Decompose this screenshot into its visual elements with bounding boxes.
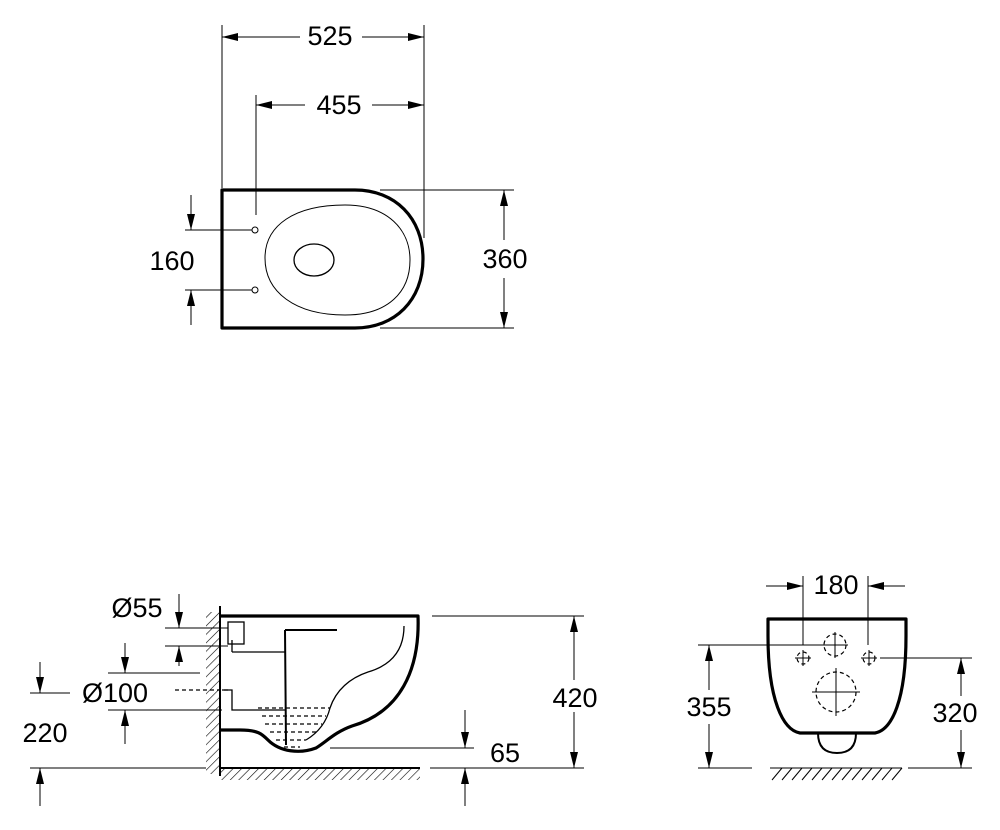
front-view-trap	[817, 732, 857, 755]
top-view-fixing-hole-lower	[251, 286, 259, 294]
side-view-bowl-outline	[220, 614, 420, 753]
front-view-inlet	[822, 632, 848, 658]
side-view: Ø55 Ø100 220 420	[22, 593, 598, 806]
front-view-fixing-hole-right	[861, 650, 877, 666]
side-view-outlet	[227, 621, 245, 645]
front-view-fixing-hole-left	[795, 650, 811, 666]
dim-label-d100: Ø100	[82, 678, 148, 708]
dim-355: 355	[686, 645, 732, 768]
top-view-fixing-hole-upper	[251, 226, 259, 234]
side-view-floor	[220, 768, 420, 780]
dim-label-d55: Ø55	[111, 593, 162, 623]
dim-d55: Ø55	[111, 593, 183, 666]
dim-label-160: 160	[149, 246, 194, 276]
dim-65: 65	[461, 710, 520, 806]
dim-label-320: 320	[932, 698, 977, 728]
dim-420: 420	[552, 616, 598, 768]
dim-label-355: 355	[686, 692, 731, 722]
dim-label-220: 220	[22, 718, 67, 748]
dim-525: 525	[222, 21, 424, 51]
dim-label-65: 65	[490, 738, 520, 768]
top-view: 525 455 160 360	[149, 21, 528, 330]
front-view-floor	[770, 767, 903, 781]
dim-label-455: 455	[316, 90, 361, 120]
front-view: 180 355 320	[686, 570, 978, 781]
dim-360: 360	[482, 190, 528, 328]
dim-label-525: 525	[307, 21, 352, 51]
dim-455: 455	[256, 90, 424, 120]
side-view-water	[258, 707, 330, 748]
top-view-drain-hole	[293, 243, 335, 277]
top-view-seat-rim	[264, 204, 411, 316]
front-view-body-outline	[766, 617, 908, 735]
dim-label-420: 420	[552, 683, 597, 713]
front-view-drain	[812, 668, 860, 716]
dim-320: 320	[932, 658, 978, 768]
top-view-bowl-outline	[220, 188, 425, 330]
dim-220: 220	[22, 662, 68, 806]
dim-d100: Ø100	[82, 643, 148, 744]
dim-180: 180	[766, 570, 905, 600]
side-view-wall	[206, 612, 220, 774]
dim-label-180: 180	[813, 570, 858, 600]
dim-label-360: 360	[482, 244, 527, 274]
dim-160: 160	[149, 195, 195, 325]
